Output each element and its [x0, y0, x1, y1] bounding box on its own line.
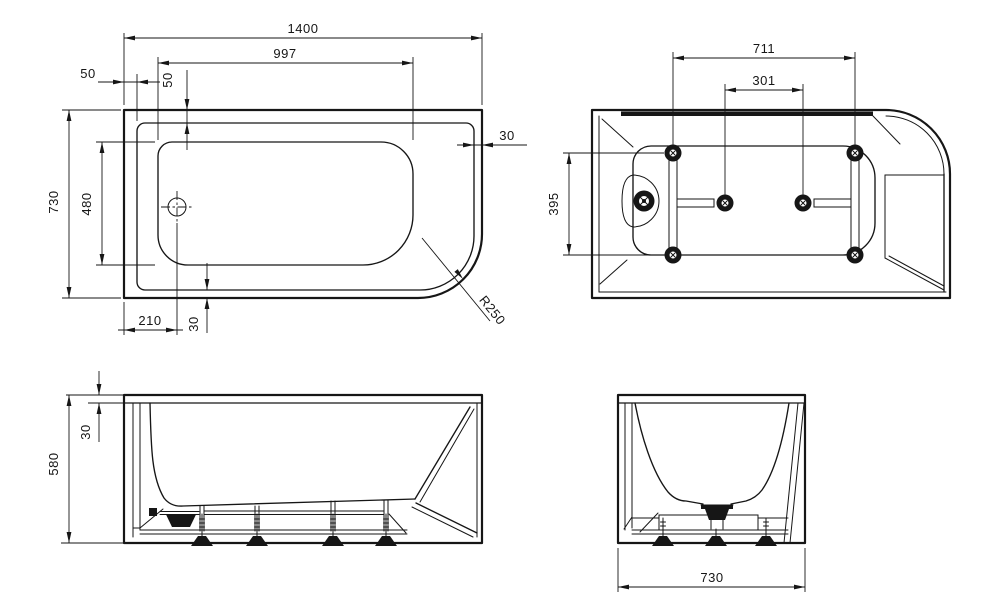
side-tub-profile	[634, 402, 790, 505]
bottom-view: 711 301 395	[546, 41, 952, 300]
bottom-drain-recess	[621, 174, 660, 228]
plan-basin-opening	[157, 141, 414, 266]
frame-bar-mid-left	[676, 198, 715, 208]
front-tub-profile	[149, 402, 416, 507]
dim-overall-height: 580	[46, 452, 61, 475]
side-frame	[631, 514, 789, 535]
front-drain-fitting	[166, 514, 196, 527]
frame-bolts	[664, 144, 864, 264]
dim-rim-height: 30	[78, 424, 93, 439]
dim-rim-offset-left: 50	[80, 66, 95, 81]
front-frame	[139, 499, 408, 535]
front-overflow-fitting	[149, 508, 157, 516]
bottom-drain	[633, 190, 655, 212]
dim-overall-width: 730	[46, 190, 61, 213]
side-feet	[652, 517, 777, 546]
dim-drain-from-left: 210	[138, 313, 161, 328]
plan-outer-contour	[122, 108, 484, 300]
dim-overall-length: 1400	[288, 21, 319, 36]
dim-rim-offset-bottom: 30	[186, 316, 201, 331]
plan-view: 1400 997 50 50 30 730	[46, 21, 527, 335]
front-feet	[191, 513, 397, 546]
dim-rim-offset-right: 30	[499, 128, 514, 143]
dim-frame-bolt-inner-span: 301	[752, 73, 775, 88]
dim-overall-depth: 730	[700, 570, 723, 585]
bottom-rim-band	[621, 111, 873, 116]
front-view: 30 580	[46, 371, 484, 546]
dim-rim-offset-top: 50	[160, 72, 175, 87]
dim-basin-width: 480	[79, 192, 94, 215]
plan-rim-line	[136, 122, 475, 291]
dim-frame-bolt-width: 395	[546, 192, 561, 215]
dim-frame-bolt-length: 711	[753, 41, 775, 56]
side-drain-flange	[701, 505, 733, 509]
frame-bar-mid-right	[813, 198, 852, 208]
bottom-outer-contour	[590, 108, 952, 300]
dim-basin-length: 997	[273, 46, 296, 61]
side-view: 730	[616, 393, 807, 592]
front-outer-contour	[122, 393, 484, 545]
